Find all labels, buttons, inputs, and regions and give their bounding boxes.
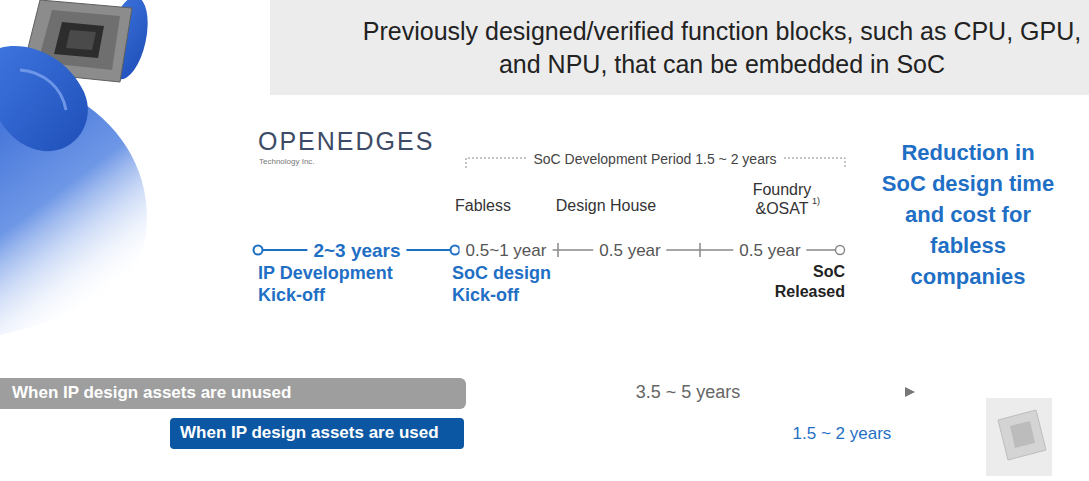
period-label: SoC Development Period 1.5 ~ 2 years [527, 150, 782, 168]
duration-label: 0.5~1 year [460, 240, 553, 261]
stage-label: Foundry &OSAT [746, 180, 818, 218]
chip-die-core [66, 30, 96, 50]
milestone-label: IP Development Kick-off [258, 262, 423, 306]
footnote-number: 1) [812, 196, 820, 207]
timeline-point [254, 246, 263, 255]
pill-text: When IP design assets are used [180, 422, 439, 444]
pill-text: When IP design assets are unused [12, 382, 291, 404]
stage-label: Design House [556, 196, 657, 216]
comparison-pill: When IP design assets are unused [0, 378, 466, 409]
milestone-label: SoC Released [755, 262, 845, 302]
description-band: Previously designed/verified function bl… [270, 0, 1089, 95]
chip-photo-die [1010, 421, 1035, 448]
hand-illustration [0, 0, 154, 335]
chip-photo-body [998, 410, 1046, 460]
timeline-point [836, 246, 845, 255]
stage-label: Fabless [455, 196, 511, 216]
logo-subtitle: Technology Inc. [259, 157, 315, 167]
chip-die [54, 22, 104, 58]
timeline-tick [557, 243, 559, 257]
timeline-point [451, 246, 460, 255]
chip-thumbnail [986, 398, 1052, 476]
arrow-head [905, 387, 915, 397]
duration-label: 2~3 years [307, 239, 406, 263]
glove-thumb [0, 46, 88, 151]
timeline-tick [699, 243, 701, 257]
glove-highlight [20, 70, 66, 110]
duration-label: 0.5 year [593, 240, 666, 261]
comparison-pill: When IP design assets are used [170, 418, 464, 449]
chip-photo-ground [986, 398, 1052, 476]
duration-label: 0.5 year [733, 240, 806, 261]
duration-label: 1.5 ~ 2 years [793, 423, 892, 444]
benefit-callout: Reduction in SoC design time and cost fo… [880, 137, 1056, 292]
company-logo: OPENEDGES [258, 126, 434, 157]
duration-label: 3.5 ~ 5 years [630, 381, 747, 404]
milestone-label: SoC design Kick-off [452, 262, 574, 306]
band-text: Previously designed/verified function bl… [357, 15, 1087, 80]
